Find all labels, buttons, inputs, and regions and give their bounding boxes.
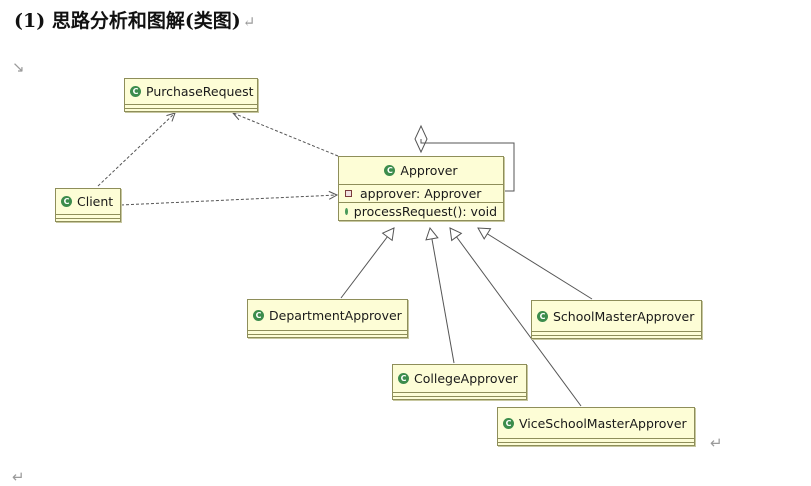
- paragraph-mark: ↵: [12, 468, 25, 486]
- class-schoolmasterapprover[interactable]: C SchoolMasterApprover: [531, 300, 702, 339]
- class-name: PurchaseRequest: [146, 84, 254, 99]
- public-method-icon: [345, 208, 348, 215]
- class-icon: C: [537, 310, 548, 322]
- class-name: ViceSchoolMasterApprover: [519, 415, 687, 431]
- class-icon: C: [384, 165, 396, 176]
- method-row: processRequest(): void: [339, 203, 503, 220]
- method-text: processRequest(): void: [353, 204, 497, 219]
- class-icon: C: [398, 373, 409, 384]
- self-aggregation-line: [420, 139, 515, 192]
- class-icon: C: [61, 196, 72, 207]
- dependency-client-to-purchaserequest: [97, 113, 175, 187]
- generalization-college-to-approver: [425, 226, 455, 364]
- dependency-approver-to-purchaserequest: [233, 113, 339, 157]
- class-departmentapprover[interactable]: C DepartmentApprover: [247, 299, 408, 338]
- attribute-text: approver: Approver: [360, 186, 482, 201]
- class-name: SchoolMasterApprover: [553, 308, 695, 324]
- class-name: DepartmentApprover: [269, 307, 402, 323]
- generalization-schoolmaster-to-approver: [477, 227, 593, 300]
- cursor-mark: ↘: [12, 58, 25, 76]
- association-client-to-approver: [120, 195, 337, 206]
- generalization-department-to-approver: [340, 227, 395, 299]
- attribute-row: approver: Approver: [339, 185, 503, 202]
- class-viceschoolmasterapprover[interactable]: C ViceSchoolMasterApprover: [497, 407, 695, 446]
- class-collegeapprover[interactable]: C CollegeApprover: [392, 364, 527, 400]
- generalization-viceschoolmaster-to-approver: [449, 227, 582, 407]
- class-icon: C: [130, 86, 141, 97]
- class-icon: C: [253, 309, 264, 321]
- private-field-icon: [345, 190, 352, 197]
- class-approver[interactable]: C Approver approver: Approver processReq…: [338, 156, 504, 221]
- class-name: Client: [77, 194, 114, 209]
- paragraph-mark: ↵: [242, 13, 256, 31]
- class-name: CollegeApprover: [414, 371, 518, 386]
- class-purchaserequest[interactable]: C PurchaseRequest: [124, 78, 258, 112]
- class-icon: C: [503, 417, 514, 429]
- class-name: Approver: [400, 163, 458, 178]
- paragraph-mark: ↵: [710, 434, 723, 452]
- heading-text: (1) 思路分析和图解(类图): [14, 10, 241, 32]
- class-client[interactable]: C Client: [55, 188, 121, 222]
- section-heading: (1) 思路分析和图解(类图)↵: [14, 6, 255, 33]
